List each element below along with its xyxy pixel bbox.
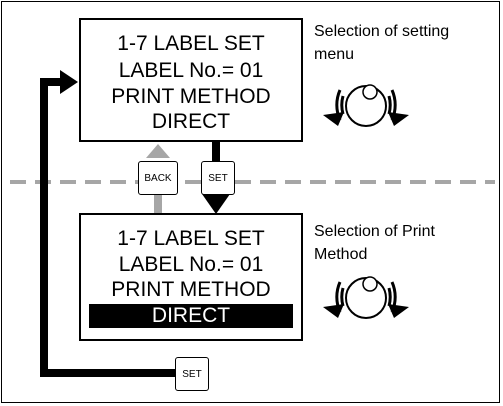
screen-line-print-method: PRINT METHOD bbox=[111, 278, 271, 301]
screen-line-value-selected: DIRECT bbox=[89, 304, 293, 328]
set-button[interactable]: SET bbox=[201, 161, 235, 195]
caption-setting-menu-line2: menu bbox=[314, 46, 355, 63]
caption-setting-menu-line1: Selection of setting bbox=[314, 23, 450, 40]
screen-line-label-no: LABEL No.= 01 bbox=[118, 253, 264, 276]
screen-line-label-no: LABEL No.= 01 bbox=[118, 59, 264, 82]
lcd-screen-print-method: 1-7 LABEL SET LABEL No.= 01 PRINT METHOD… bbox=[79, 213, 303, 341]
set-button-confirm[interactable]: SET bbox=[175, 357, 209, 391]
screen-line-title: 1-7 LABEL SET bbox=[117, 227, 265, 250]
caption-print-method-line1: Selection of Print bbox=[314, 223, 435, 240]
rotary-dial-icon bbox=[323, 276, 409, 319]
screen-line-title: 1-7 LABEL SET bbox=[117, 32, 265, 55]
caption-print-method-line2: Method bbox=[314, 246, 368, 263]
set-arrowhead bbox=[202, 194, 230, 214]
back-arrowhead bbox=[146, 144, 170, 158]
loop-back-path bbox=[40, 78, 176, 377]
screen-line-print-method: PRINT METHOD bbox=[111, 85, 271, 108]
screen-line-value: DIRECT bbox=[151, 110, 231, 133]
loop-back-arrowhead bbox=[60, 70, 78, 94]
rotary-dial-icon bbox=[323, 84, 409, 127]
lcd-screen-setting-menu: 1-7 LABEL SET LABEL No.= 01 PRINT METHOD… bbox=[79, 18, 303, 142]
back-button[interactable]: BACK bbox=[138, 161, 178, 195]
